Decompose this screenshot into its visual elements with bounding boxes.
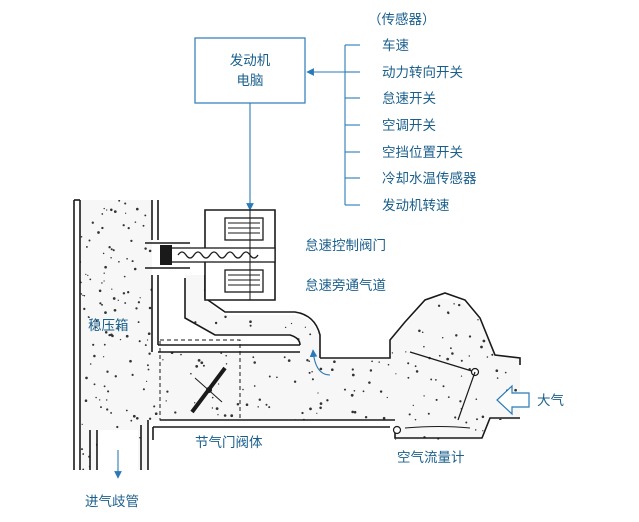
idle-valve-label: 怠速控制阀门 bbox=[305, 238, 386, 254]
plenum-chamber bbox=[73, 199, 160, 470]
air-inlet-arrow-icon bbox=[496, 384, 530, 416]
throttle-body bbox=[159, 339, 241, 421]
plenum-label: 稳压箱 bbox=[88, 318, 129, 334]
sensor-item: 怠速开关 bbox=[382, 91, 436, 107]
airflow-meter-label: 空气流量计 bbox=[397, 450, 465, 466]
bypass-flow-arrow bbox=[309, 349, 331, 376]
intake-duct bbox=[152, 292, 521, 440]
sensor-item: 发动机转速 bbox=[382, 198, 450, 214]
sensor-item: 空调开关 bbox=[382, 118, 436, 134]
intake-manifold-label: 进气歧管 bbox=[85, 494, 139, 510]
sensor-item: 冷却水温传感器 bbox=[382, 170, 477, 187]
air-label: 大气 bbox=[537, 393, 564, 409]
ecu-box: 发动机 电脑 bbox=[194, 37, 306, 104]
sensor-bracket bbox=[306, 44, 360, 206]
ecu-label-line1: 发动机 bbox=[230, 53, 271, 69]
sensor-item: 车速 bbox=[382, 37, 409, 54]
idle-control-valve bbox=[145, 209, 276, 301]
throttle-body-label: 节气门阀体 bbox=[195, 435, 263, 451]
ecu-label-line2: 电脑 bbox=[237, 73, 264, 89]
sensor-item: 动力转向开关 bbox=[382, 65, 463, 81]
sensor-item: 空挡位置开关 bbox=[382, 145, 463, 161]
bypass-label: 怠速旁通气道 bbox=[305, 277, 386, 294]
sensors-header: （传感器） bbox=[368, 11, 436, 28]
